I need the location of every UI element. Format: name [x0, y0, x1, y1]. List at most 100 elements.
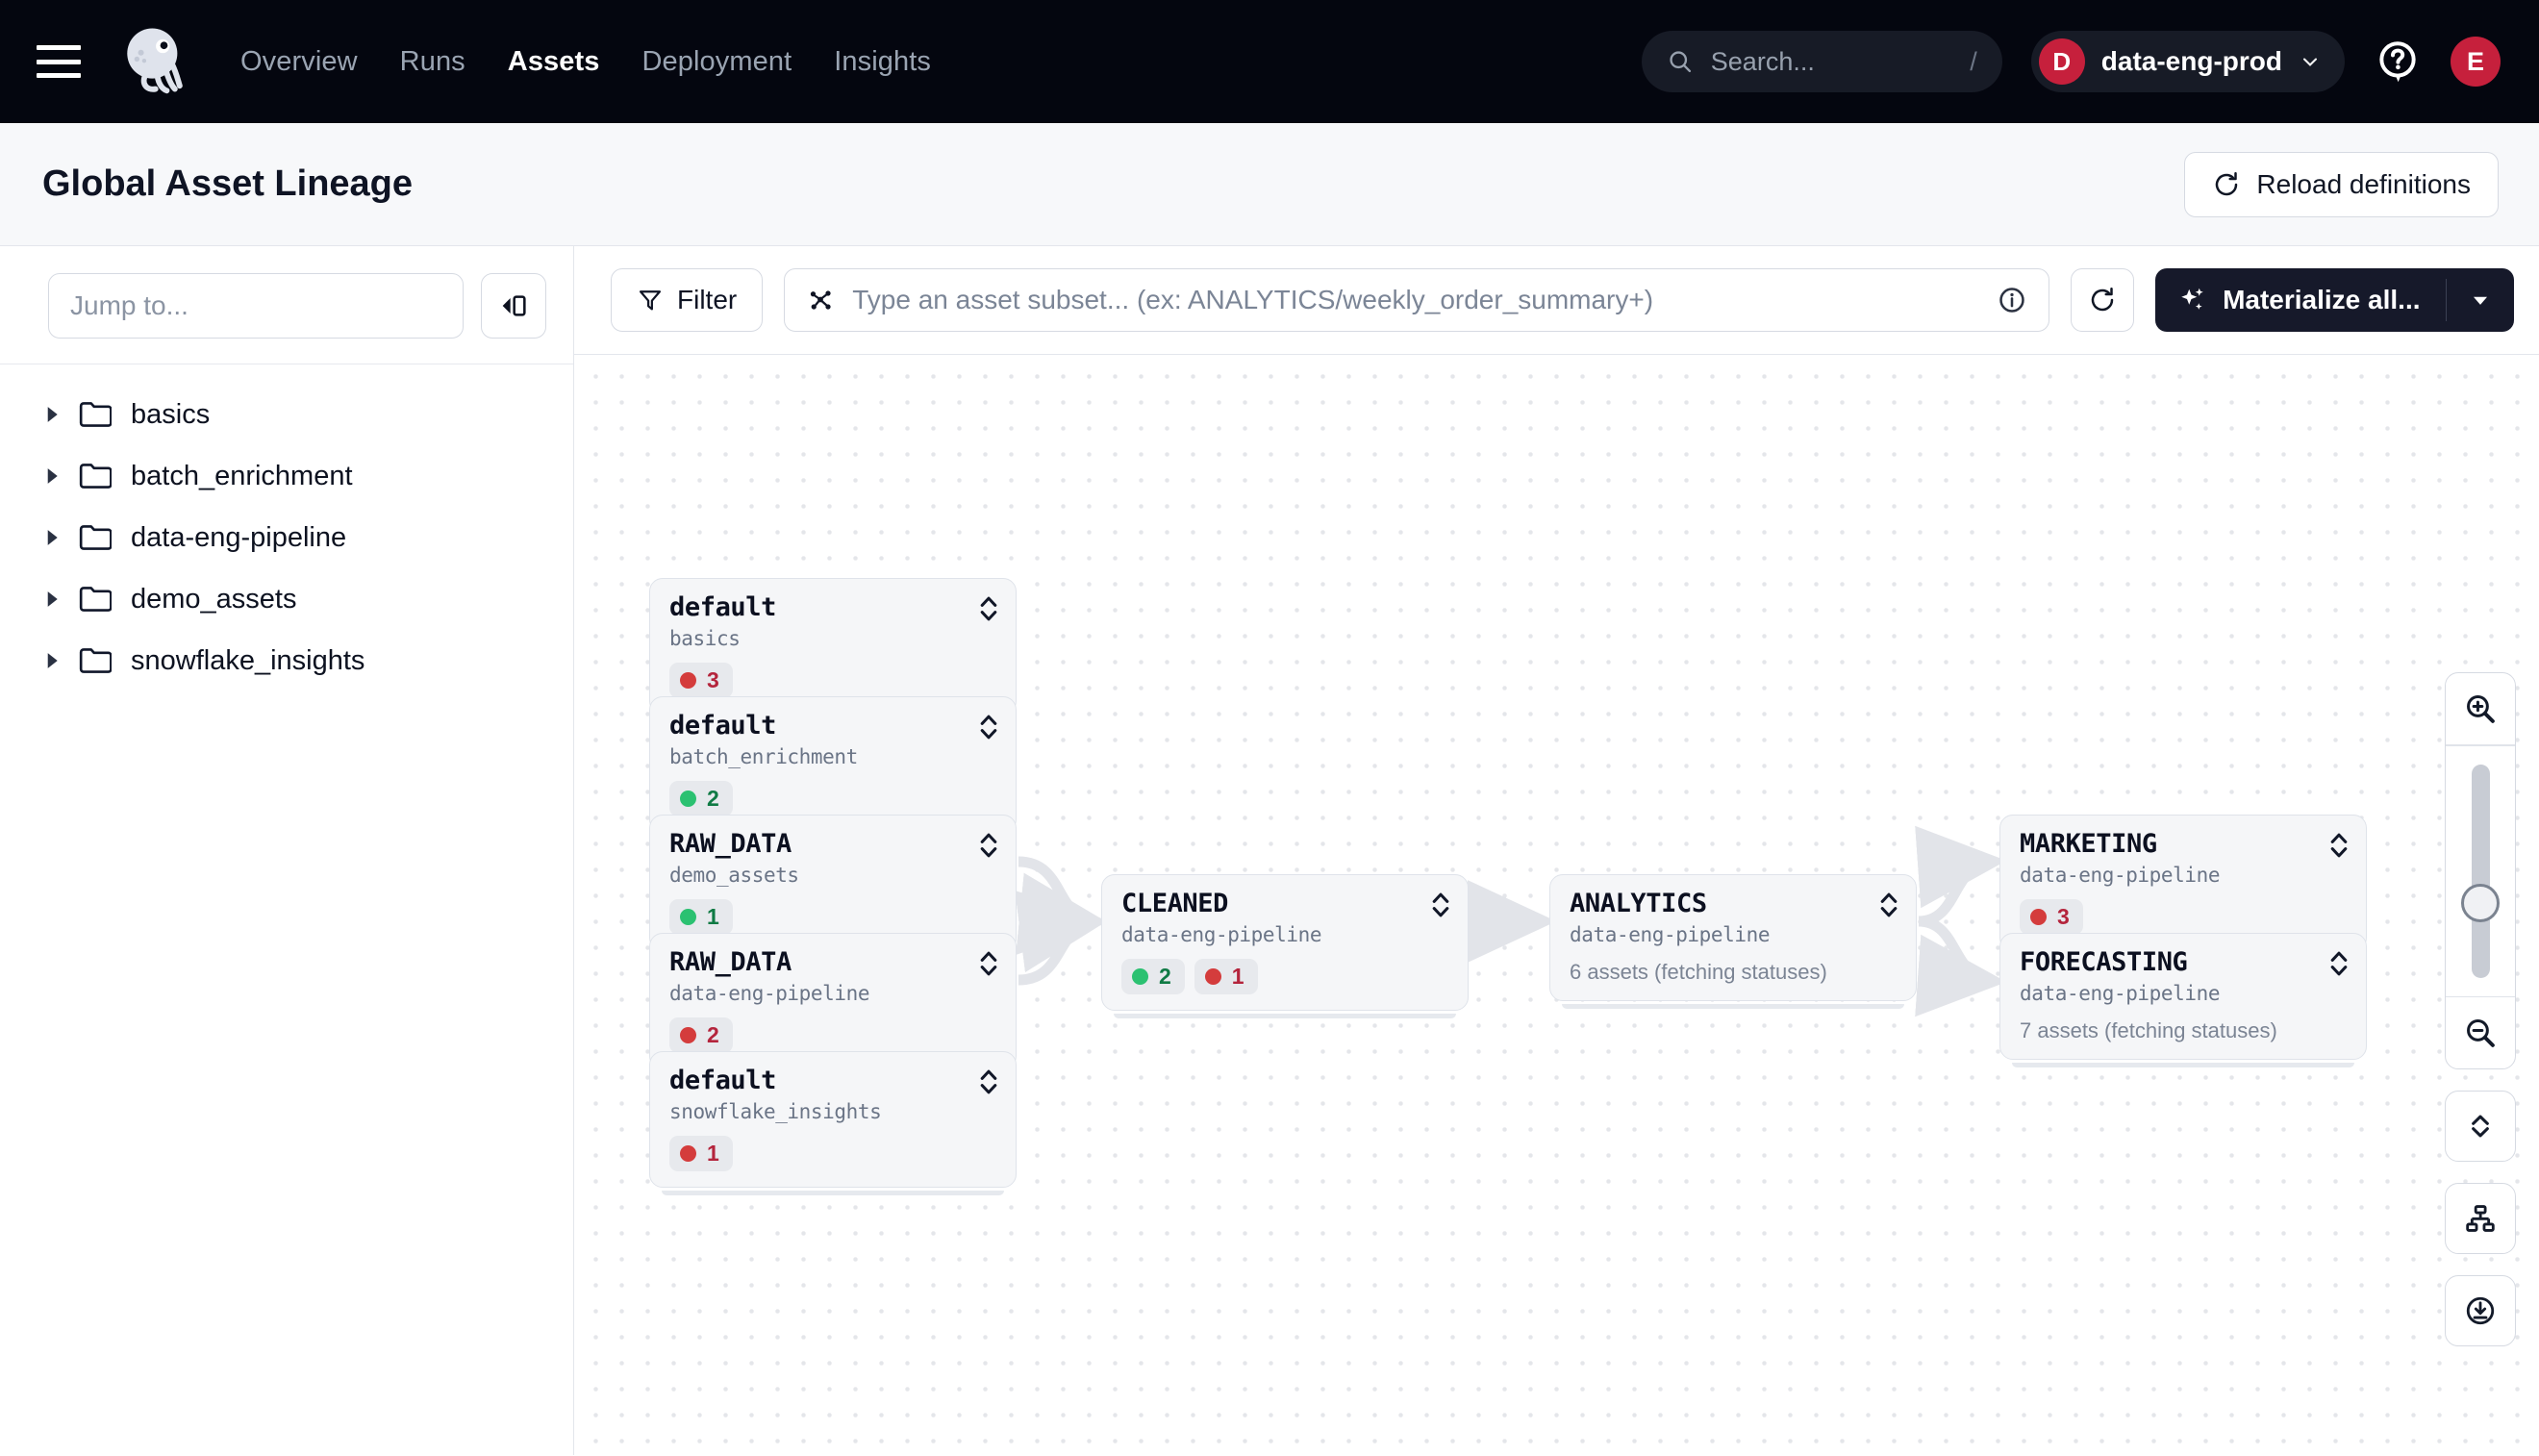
- search-shortcut-hint: /: [1970, 46, 1977, 76]
- status-badge-failed[interactable]: 1: [1194, 959, 1258, 995]
- status-badge-succeeded[interactable]: 2: [669, 781, 733, 817]
- asset-group-node-demo-assets[interactable]: RAW_DATA demo_assets 1: [649, 815, 1017, 960]
- refresh-graph-button[interactable]: [2071, 268, 2135, 332]
- zoom-in-button[interactable]: [2446, 673, 2515, 744]
- zoom-divider-bottom: [2446, 995, 2515, 997]
- materialize-all-button[interactable]: Materialize all...: [2155, 268, 2514, 332]
- asset-subset-input[interactable]: Type an asset subset... (ex: ANALYTICS/w…: [784, 268, 2050, 332]
- tree-item-label: demo_assets: [131, 583, 297, 615]
- folder-icon: [79, 525, 112, 550]
- caret-right-icon: [47, 407, 58, 422]
- nav-link-runs[interactable]: Runs: [399, 45, 465, 77]
- chevron-updown-icon[interactable]: [2329, 831, 2349, 860]
- info-circle-icon[interactable]: [1997, 285, 2027, 315]
- hierarchy-layout-button[interactable]: [2445, 1183, 2516, 1254]
- status-dot-failed: [680, 1027, 696, 1044]
- status-count: 2: [707, 1022, 719, 1048]
- chevron-updown-icon[interactable]: [979, 831, 998, 860]
- asset-group-node-forecasting[interactable]: FORECASTING data-eng-pipeline 7 assets (…: [1999, 933, 2367, 1068]
- folder-icon: [79, 648, 112, 673]
- top-navigation-bar: Overview Runs Assets Deployment Insights…: [0, 0, 2539, 123]
- tree-item-snowflake-insights[interactable]: snowflake_insights: [0, 630, 573, 691]
- node-status-badges: 2: [669, 781, 994, 817]
- asset-group-node-analytics[interactable]: ANALYTICS data-eng-pipeline 6 assets (fe…: [1549, 874, 1917, 1010]
- zoom-slider-thumb[interactable]: [2461, 883, 2500, 922]
- status-badge-succeeded[interactable]: 1: [669, 899, 733, 936]
- tree-item-label: basics: [131, 398, 211, 430]
- node-subtitle: basics: [669, 627, 741, 651]
- nav-link-overview[interactable]: Overview: [240, 45, 358, 77]
- chevron-updown-icon[interactable]: [979, 594, 998, 623]
- nav-link-insights[interactable]: Insights: [834, 45, 931, 77]
- expand-collapse-button[interactable]: [2445, 1091, 2516, 1162]
- reload-definitions-button[interactable]: Reload definitions: [2184, 151, 2499, 217]
- collapse-sidebar-button[interactable]: [481, 273, 546, 339]
- node-title: default: [669, 592, 776, 622]
- main-content: basics batch_enrichment data-eng-pipelin…: [0, 246, 2539, 1455]
- node-subtitle: data-eng-pipeline: [2020, 864, 2221, 888]
- chevron-updown-icon[interactable]: [1879, 891, 1898, 919]
- user-avatar[interactable]: E: [2451, 37, 2501, 87]
- nav-link-deployment[interactable]: Deployment: [641, 45, 792, 77]
- deployment-selector[interactable]: D data-eng-prod: [2030, 31, 2345, 92]
- asset-group-node-batch-enrichment[interactable]: default batch_enrichment 2: [649, 696, 1017, 841]
- asset-group-node-snowflake-insights[interactable]: default snowflake_insights 1: [649, 1051, 1017, 1196]
- chevron-updown-icon[interactable]: [1431, 891, 1450, 919]
- deployment-name: data-eng-prod: [2100, 46, 2282, 76]
- status-badge-failed[interactable]: 3: [2020, 899, 2083, 936]
- asset-group-node-raw-data-pipeline[interactable]: RAW_DATA data-eng-pipeline 2: [649, 933, 1017, 1078]
- node-title: RAW_DATA: [669, 947, 792, 977]
- caret-right-icon: [47, 530, 58, 545]
- caret-down-icon: [2473, 296, 2488, 305]
- hamburger-menu-icon[interactable]: [37, 45, 81, 78]
- primary-nav-links: Overview Runs Assets Deployment Insights: [240, 46, 931, 78]
- graph-toolbar: Filter Type an asset subset... (ex: ANAL…: [574, 246, 2539, 355]
- filter-icon: [639, 290, 662, 311]
- zoom-slider-track: [2471, 764, 2490, 978]
- zoom-out-button[interactable]: [2446, 997, 2515, 1068]
- materialize-divider: [2445, 279, 2447, 321]
- tree-item-basics[interactable]: basics: [0, 384, 573, 445]
- node-status-badges: 1: [669, 899, 994, 936]
- asset-group-node-cleaned[interactable]: CLEANED data-eng-pipeline 2 1: [1101, 874, 1469, 1019]
- status-count: 1: [707, 1141, 719, 1167]
- tree-item-label: data-eng-pipeline: [131, 521, 347, 553]
- nav-link-assets[interactable]: Assets: [507, 45, 600, 77]
- lineage-graph-pane: Filter Type an asset subset... (ex: ANAL…: [574, 246, 2539, 1455]
- tree-item-demo-assets[interactable]: demo_assets: [0, 568, 573, 630]
- node-title: MARKETING: [2020, 829, 2157, 859]
- asset-group-node-basics[interactable]: default basics 3: [649, 578, 1017, 723]
- chevron-updown-icon[interactable]: [979, 949, 998, 978]
- node-fetching-status: 7 assets (fetching statuses): [2020, 1018, 2277, 1043]
- collapse-panel-icon: [502, 295, 526, 316]
- hierarchy-layout-icon: [2466, 1205, 2495, 1232]
- global-search-input[interactable]: Search... /: [1641, 31, 2002, 92]
- filter-button[interactable]: Filter: [611, 268, 764, 332]
- zoom-divider-top: [2446, 744, 2515, 746]
- node-title: default: [669, 711, 776, 741]
- chevron-updown-icon[interactable]: [979, 713, 998, 741]
- asset-group-sidebar: basics batch_enrichment data-eng-pipelin…: [0, 246, 574, 1455]
- status-badge-failed[interactable]: 2: [669, 1017, 733, 1054]
- tree-item-batch-enrichment[interactable]: batch_enrichment: [0, 445, 573, 507]
- help-circle-icon[interactable]: [2374, 38, 2422, 86]
- zoom-out-icon: [2467, 1019, 2495, 1047]
- jump-to-input[interactable]: [48, 273, 464, 339]
- tree-item-label: batch_enrichment: [131, 460, 353, 491]
- zoom-slider[interactable]: [2446, 746, 2515, 996]
- dagster-logo-icon[interactable]: [113, 21, 194, 102]
- tree-item-data-eng-pipeline[interactable]: data-eng-pipeline: [0, 507, 573, 568]
- download-graph-button[interactable]: [2445, 1275, 2516, 1346]
- lineage-canvas[interactable]: default basics 3 default batch_enrichmen…: [574, 355, 2539, 1455]
- asset-group-node-marketing[interactable]: MARKETING data-eng-pipeline 3: [1999, 815, 2367, 960]
- chevron-updown-icon[interactable]: [979, 1067, 998, 1096]
- node-fetching-status: 6 assets (fetching statuses): [1570, 960, 1827, 985]
- status-badge-failed[interactable]: 1: [669, 1136, 733, 1172]
- chevron-updown-icon[interactable]: [2329, 949, 2349, 978]
- node-title: RAW_DATA: [669, 829, 792, 859]
- status-dot-failed: [680, 1145, 696, 1163]
- materialize-options-button[interactable]: [2447, 288, 2514, 313]
- status-count: 2: [707, 786, 719, 812]
- status-badge-succeeded[interactable]: 2: [1121, 959, 1185, 995]
- status-badge-failed[interactable]: 3: [669, 663, 733, 699]
